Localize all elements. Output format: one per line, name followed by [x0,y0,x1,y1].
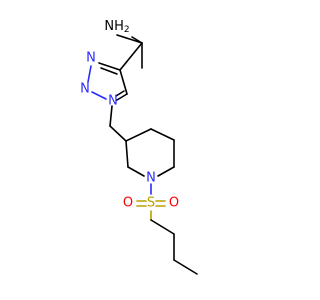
atom-o-left: O [123,196,133,211]
atom-o-right: O [169,196,179,211]
atom-s: S [147,196,155,211]
bond-n1-ch2 [109,105,113,127]
triazole-ring [87,62,128,101]
bond-pip-5 [127,166,145,177]
bond-pip-4 [157,166,175,177]
bond-ch2-pip [109,125,127,142]
bond-butyl-1 [150,219,175,235]
bond-pip-1 [125,128,152,142]
bond-c5-n1-double [115,90,125,97]
atom-n-left: N [80,82,90,97]
atom-n-ring: N [108,94,118,109]
sulfonyl-group [136,183,166,221]
atom-n-top: N [86,51,96,66]
bond-c4-n3-double [100,67,118,75]
bond-n2-n1 [91,91,107,100]
bond-pip-6 [125,140,129,168]
molecule-diagram: NH2 N N N N S O O [80,19,198,275]
bond-butyl-3 [173,259,198,275]
atom-n-piperidine: N [146,171,156,186]
butyl-chain [150,219,198,275]
methylene-linker [109,105,127,142]
bond-n3-n2 [87,65,92,83]
piperidine-ring [125,128,175,177]
structure-canvas: NH2 N N N N S O O [80,18,198,275]
bond-c5-n1 [116,93,128,101]
bond-c4-n3 [98,62,121,71]
bond-c-methyl-left [116,34,143,44]
atom-nh2: NH2 [104,19,129,36]
amine-carbon-bonds [116,34,143,71]
bond-pip-2 [150,128,175,141]
bond-c-triazole [119,42,143,71]
bond-c4-c5 [119,69,128,95]
